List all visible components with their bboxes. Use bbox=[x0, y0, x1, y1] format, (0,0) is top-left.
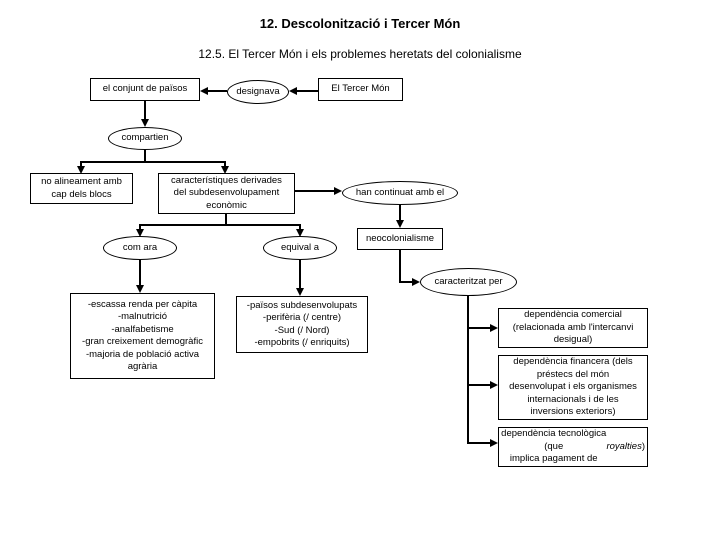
connector-compartien-stem bbox=[144, 150, 146, 162]
connector-hancontinuat-neocolonialisme bbox=[399, 205, 401, 220]
dep-tecnologica-text: dependència tecnològica (que implica pag… bbox=[501, 428, 607, 465]
connector-designava-conjunt bbox=[208, 90, 227, 92]
node-caracteritzat-per: caracteritzat per bbox=[420, 268, 517, 296]
arrowhead-into-trets bbox=[136, 285, 144, 293]
node-com-ara: com ara bbox=[103, 236, 177, 260]
connector-branch-noalineament bbox=[80, 161, 82, 166]
connector-caracteristiques-hancontinuat bbox=[295, 190, 334, 192]
node-neocolonialisme: neocolonialisme bbox=[357, 228, 443, 250]
connector-branch-caracteristiques bbox=[224, 161, 226, 166]
connector-tercermon-designava bbox=[297, 90, 318, 92]
connector-conjunt-compartien bbox=[144, 101, 146, 119]
arrowhead-into-compartien bbox=[141, 119, 149, 127]
arrowhead-into-comercial bbox=[490, 324, 498, 332]
connector-branch-comara bbox=[139, 224, 141, 229]
node-el-conjunt-de-paisos: el conjunt de països bbox=[90, 78, 200, 101]
connector-branch-comercial bbox=[467, 327, 490, 329]
node-el-tercer-mon: El Tercer Món bbox=[318, 78, 403, 101]
arrowhead-into-neocolonialisme bbox=[396, 220, 404, 228]
connector-neocolonialisme-right bbox=[399, 281, 412, 283]
arrowhead-into-hancontinuat bbox=[334, 187, 342, 195]
arrowhead-into-noalineament bbox=[77, 166, 85, 174]
connector-compartien-branch bbox=[80, 161, 226, 163]
node-no-alineament: no alineament amb cap dels blocs bbox=[30, 173, 133, 204]
dep-tecnologica-text-end: ) bbox=[641, 440, 645, 452]
page-title: 12. Descolonització i Tercer Món bbox=[259, 16, 461, 31]
arrowhead-into-financera bbox=[490, 381, 498, 389]
connector-comara-trets bbox=[139, 260, 141, 286]
arrowhead-into-designava bbox=[289, 87, 297, 95]
connector-branch-equivala bbox=[299, 224, 301, 229]
page-subtitle: 12.5. El Tercer Món i els problemes here… bbox=[198, 47, 522, 61]
dep-tecnologica-italic-word: royalties bbox=[606, 440, 642, 452]
connector-caracteritzat-trunk bbox=[467, 295, 469, 444]
connector-caracteristiques-stem bbox=[225, 214, 227, 226]
node-dependencia-financera: dependència financera (dels préstecs del… bbox=[498, 355, 648, 420]
connector-branch-financera bbox=[467, 384, 490, 386]
node-equival-a: equival a bbox=[263, 236, 337, 260]
arrowhead-into-tecnologica bbox=[490, 439, 498, 447]
connector-equivala-sinonims bbox=[299, 260, 301, 289]
arrowhead-into-caracteritzat bbox=[412, 278, 420, 286]
arrowhead-into-caracteristiques bbox=[221, 166, 229, 174]
arrowhead-into-comara bbox=[136, 229, 144, 237]
connector-branch-tecnologica bbox=[467, 442, 490, 444]
node-dependencia-comercial: dependència comercial (relacionada amb l… bbox=[498, 308, 648, 348]
arrowhead-into-conjunt bbox=[200, 87, 208, 95]
node-caracteristiques-derivades: característiques derivades del subdesenv… bbox=[158, 173, 295, 214]
node-han-continuat-amb-el: han continuat amb el bbox=[342, 181, 458, 205]
node-trets-subdesenvolupament: -escassa renda per càpita -malnutrició -… bbox=[70, 293, 215, 379]
node-compartien: compartien bbox=[108, 127, 182, 150]
node-designava: designava bbox=[227, 80, 289, 104]
connector-neocolonialisme-down bbox=[399, 250, 401, 283]
node-dependencia-tecnologica: dependència tecnològica (que implica pag… bbox=[498, 427, 648, 467]
node-sinonims-tercer-mon: -països subdesenvolupats -perifèria (/ c… bbox=[236, 296, 368, 353]
arrowhead-into-equivala bbox=[296, 229, 304, 237]
arrowhead-into-sinonims bbox=[296, 288, 304, 296]
connector-caracteristiques-branch bbox=[139, 224, 301, 226]
